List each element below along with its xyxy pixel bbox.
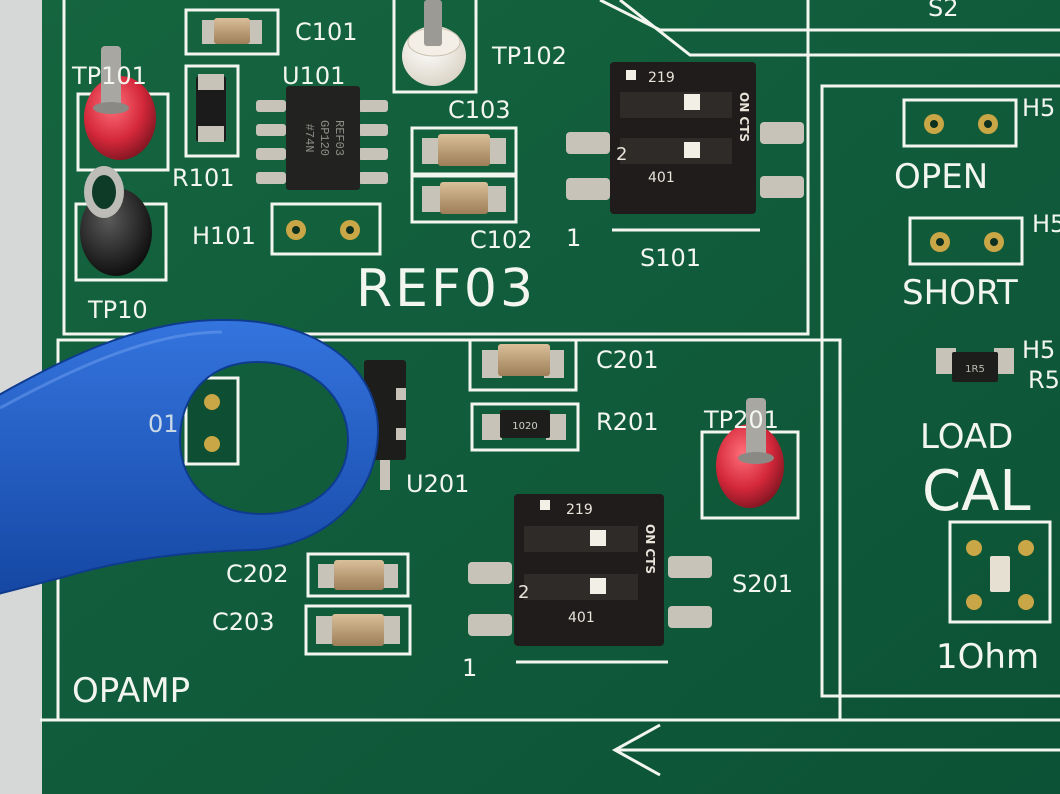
label-cal: CAL xyxy=(922,459,1031,524)
s201-on-mark: ON CTS xyxy=(643,524,657,574)
label-tp101-partial: TP101 xyxy=(71,62,147,90)
label-h101: H101 xyxy=(192,222,256,250)
ic-u101: U101 REF03 GP120 #74N xyxy=(256,62,388,190)
s101-code-top: 219 xyxy=(648,70,675,86)
label-h5-open: H5 xyxy=(1022,94,1055,122)
label-r101: R101 xyxy=(172,164,234,192)
r5-marking: 1R5 xyxy=(965,364,985,375)
section-title-opamp: OPAMP xyxy=(72,671,190,711)
capacitor-c103: C103 xyxy=(410,96,518,176)
calibration-area: H5 OPEN H5 SHORT 1R5 H5 R5 LOAD CAL 1Ohm xyxy=(894,94,1060,677)
label-c201: C201 xyxy=(596,346,659,374)
label-s101-pin1: 1 xyxy=(566,224,581,252)
capacitor-c201: C201 xyxy=(468,338,659,392)
testpoint-tp101: TP101 xyxy=(71,46,170,172)
s101-number: 2 xyxy=(616,144,627,165)
label-s101: S101 xyxy=(640,244,701,272)
dip-switch-s101: 219 401 2 ON CTS 1 S101 xyxy=(566,62,804,272)
r201-marking: 1020 xyxy=(512,421,537,432)
testpoint-tp102: TP102 xyxy=(392,0,567,94)
u101-marking-1: REF03 xyxy=(332,120,346,156)
s101-on-mark: ON CTS xyxy=(737,92,751,142)
s101-code-bottom: 401 xyxy=(648,170,675,186)
capacitor-c203: C203 xyxy=(212,604,412,656)
s201-number: 2 xyxy=(518,582,529,603)
s201-code-top: 219 xyxy=(566,502,593,518)
label-c203: C203 xyxy=(212,608,275,636)
testpoint-tp201: TP201 xyxy=(700,398,800,520)
label-u201: U201 xyxy=(406,470,469,498)
label-s2: S2 xyxy=(928,0,959,22)
capacitor-c202: C202 xyxy=(226,552,410,598)
label-h5-short: H5 xyxy=(1032,210,1060,238)
label-r201: R201 xyxy=(596,408,658,436)
label-s201: S201 xyxy=(732,570,793,598)
label-tp102: TP102 xyxy=(491,42,567,70)
label-tp103-partial: TP10 xyxy=(87,296,148,324)
label-tp201: TP201 xyxy=(703,406,779,434)
capacitor-c102: C102 xyxy=(410,174,533,254)
label-h5-load: H5 xyxy=(1022,336,1055,364)
label-c202: C202 xyxy=(226,560,289,588)
label-u101: U101 xyxy=(282,62,345,90)
label-r5: R5 xyxy=(1028,366,1060,394)
label-load: LOAD xyxy=(920,417,1013,457)
label-c103: C103 xyxy=(448,96,511,124)
dip-switch-s201: 219 401 2 ON CTS 1 S201 xyxy=(462,494,793,682)
label-c101: C101 xyxy=(295,18,358,46)
capacitor-c101: C101 xyxy=(184,8,358,56)
section-title-ref03: REF03 xyxy=(356,259,536,319)
testpoint-tp103: TP10 xyxy=(74,166,168,324)
label-1ohm: 1Ohm xyxy=(936,637,1039,677)
resistor-r101: R101 xyxy=(172,64,240,192)
silkscreen-outlines xyxy=(40,0,1060,777)
label-c102: C102 xyxy=(470,226,533,254)
blue-tool: 01 xyxy=(0,318,380,595)
u101-marking-3: #74N xyxy=(302,124,316,153)
label-open: OPEN xyxy=(894,157,988,197)
resistor-r201: 1020 R201 xyxy=(470,402,658,452)
label-short: SHORT xyxy=(902,273,1018,313)
hidden-pads-under-tool xyxy=(184,376,240,466)
u101-marking-2: GP120 xyxy=(317,120,331,156)
s201-code-bottom: 401 xyxy=(568,610,595,626)
label-s201-pin1: 1 xyxy=(462,654,477,682)
header-h101: H101 xyxy=(192,202,382,256)
label-u201-partial: 01 xyxy=(148,410,179,438)
